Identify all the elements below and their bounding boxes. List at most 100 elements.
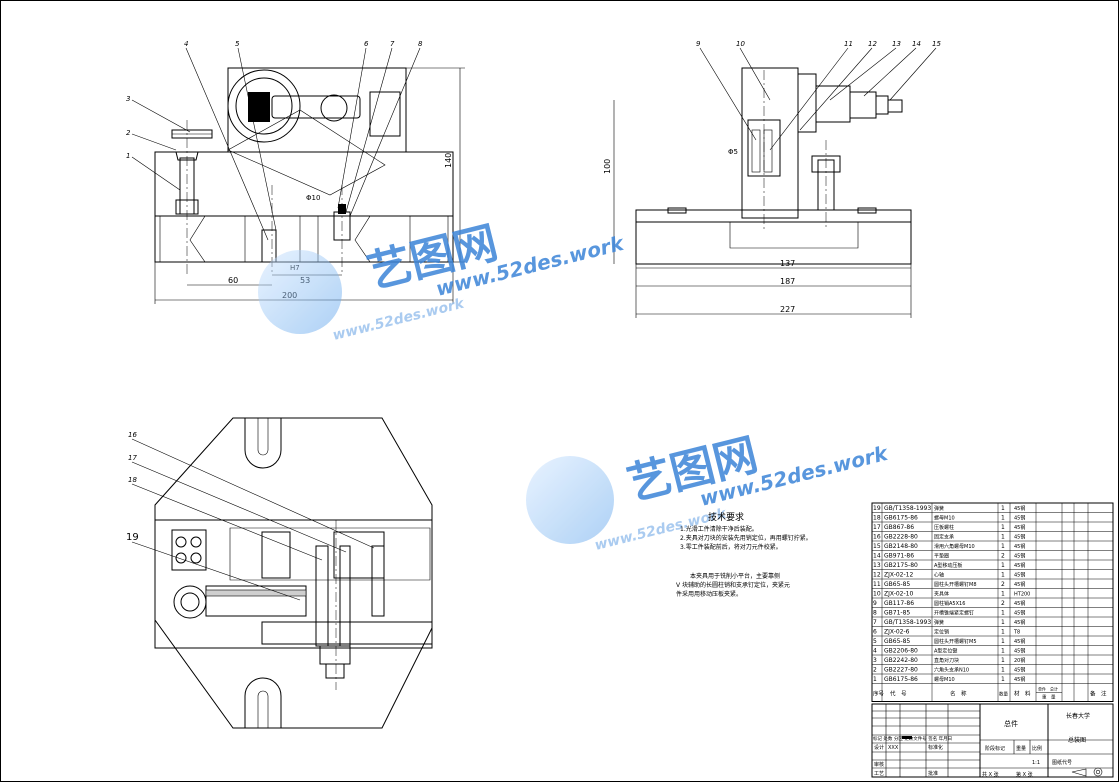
tb-process: 工艺 (874, 771, 884, 777)
bom-h-qty: 数量 (999, 691, 1008, 698)
leader-8: 8 (418, 40, 423, 48)
bom-no: 6 (873, 629, 877, 636)
bom-name: 固定支承 (934, 534, 954, 541)
leader-6: 6 (364, 40, 369, 48)
bom-qty: 1 (1001, 591, 1005, 598)
leader-19: 19 (126, 532, 139, 543)
bom-no: 11 (873, 581, 881, 588)
bom-qty: 1 (1001, 667, 1005, 674)
bom-no: 8 (873, 610, 877, 617)
watermark-1: 艺图网 www.52des.work www.52des.work (258, 217, 627, 344)
bom-no: 16 (873, 534, 881, 541)
leader-13: 13 (892, 40, 901, 48)
bom-no: 15 (873, 543, 881, 550)
bom-name: 弹簧 (934, 619, 944, 626)
tb-standard: 标准化 (928, 744, 943, 751)
dim-side-height: 100 (603, 159, 612, 174)
bom-name: 压板螺柱 (934, 524, 954, 531)
bom-qty: 1 (1001, 562, 1005, 569)
leader-11: 11 (844, 40, 853, 48)
bom-qty: 1 (1001, 657, 1005, 664)
bom-code: GB/T1358-1993 (884, 619, 931, 626)
leader-1: 1 (126, 152, 130, 160)
bom-code: GB65-85 (884, 581, 910, 588)
bom-no: 9 (873, 600, 877, 607)
dim-mid: 187 (780, 277, 795, 286)
bom-h-mat: 材 料 (1014, 690, 1031, 698)
bom-qty: 1 (1001, 648, 1005, 655)
bom-code: GB2227-80 (884, 667, 918, 674)
bom-code: GB117-86 (884, 600, 914, 607)
dim-inner: 137 (780, 259, 795, 268)
tech-note-2: V 块辅助的长圆柱销和支承钉定位，夹紧元 (676, 581, 790, 589)
bom-no: 14 (873, 553, 881, 560)
projection-symbol-icon (1071, 767, 1103, 777)
leader-5: 5 (235, 40, 240, 48)
bom-no: 18 (873, 515, 881, 522)
bom-mat: 45钢 (1014, 600, 1025, 607)
leader-3: 3 (126, 95, 130, 103)
bom-name: 定位销 (934, 629, 949, 636)
bom-mat: 45钢 (1014, 667, 1025, 674)
tech-requirements: 技术要求 1.光滑工件清除干净后装配。 2.夹具对刀块的安装先用销定位，再用螺钉… (676, 511, 812, 598)
bom-name: 平垫圈 (934, 553, 949, 560)
tb-approve: 批准 (928, 770, 938, 777)
tech-item-2: 2.夹具对刀块的安装先用销定位，再用螺钉拧紧。 (680, 534, 812, 542)
leader-16: 16 (128, 431, 137, 439)
bom-mat: 45钢 (1014, 543, 1025, 550)
leader-15: 15 (932, 40, 941, 48)
bom-name: 夹具体 (934, 591, 949, 598)
bom-qty: 1 (1001, 524, 1005, 531)
bom-qty: 2 (1001, 600, 1005, 607)
bom-mat: HT200 (1014, 592, 1030, 598)
bom-qty: 1 (1001, 543, 1005, 550)
bom-no: 2 (873, 667, 877, 674)
dim-overall: 227 (780, 305, 795, 314)
bom-mat: 45钢 (1014, 534, 1025, 541)
bom-name: 六角头支承N10 (934, 667, 969, 674)
bom-mat: 45钢 (1014, 572, 1025, 579)
title-block: 总件 长春大学 总装图 标记 处数 分区 更改文件号 签名 年月日 设计 XXX… (871, 703, 1114, 778)
bom-no: 4 (873, 648, 877, 655)
bom-code: ZJX-02-10 (884, 591, 913, 598)
bom-name: 滑用六角螺母M10 (934, 543, 975, 550)
bom-code: GB2148-80 (884, 543, 918, 550)
bom-mat: 45钢 (1014, 638, 1025, 645)
plan-view: 16 17 18 19 (126, 417, 433, 729)
bom-no: 1 (873, 676, 877, 683)
bom-code: GB2242-80 (884, 657, 918, 664)
bom-qty: 1 (1001, 610, 1005, 617)
tech-item-1: 1.光滑工件清除干净后装配。 (680, 525, 758, 533)
bom-mat: 45钢 (1014, 619, 1025, 626)
bom-code: ZJX-02-12 (884, 572, 913, 579)
bom-qty: 1 (1001, 515, 1005, 522)
leader-7: 7 (390, 40, 395, 48)
bom-name: 直角对刀块 (934, 657, 959, 664)
bom-code: GB971-86 (884, 553, 914, 560)
dim-height: 140 (444, 153, 453, 168)
dim-hole: Φ10 (306, 194, 320, 202)
bom-qty: 1 (1001, 619, 1005, 626)
bom-no: 17 (873, 524, 881, 531)
bom-name: 圆柱头开槽螺钉M5 (934, 638, 977, 645)
bom-h-weight: 重 量 (1042, 694, 1056, 701)
bom-mat: 45钢 (1014, 610, 1025, 617)
bom-code: GB71-85 (884, 610, 910, 617)
leader-17: 17 (128, 454, 137, 462)
tb-design-by: XXX (888, 745, 899, 751)
tb-drawing-no: 图纸代号 (1052, 759, 1072, 766)
bom-name: 螺母M10 (934, 676, 955, 683)
bom-qty: 2 (1001, 553, 1005, 560)
bom-no: 5 (873, 638, 877, 645)
bom-mat: 20钢 (1014, 657, 1025, 664)
watermark-url: www.52des.work (331, 295, 467, 344)
bom-qty: 1 (1001, 572, 1005, 579)
bom-no: 10 (873, 591, 881, 598)
bom-h-name: 名 称 (950, 690, 967, 698)
bom-code: GB2175-80 (884, 562, 918, 569)
bom-mat: T8 (1013, 630, 1020, 636)
tb-review: 审核 (874, 761, 884, 768)
leader-18: 18 (128, 476, 137, 484)
